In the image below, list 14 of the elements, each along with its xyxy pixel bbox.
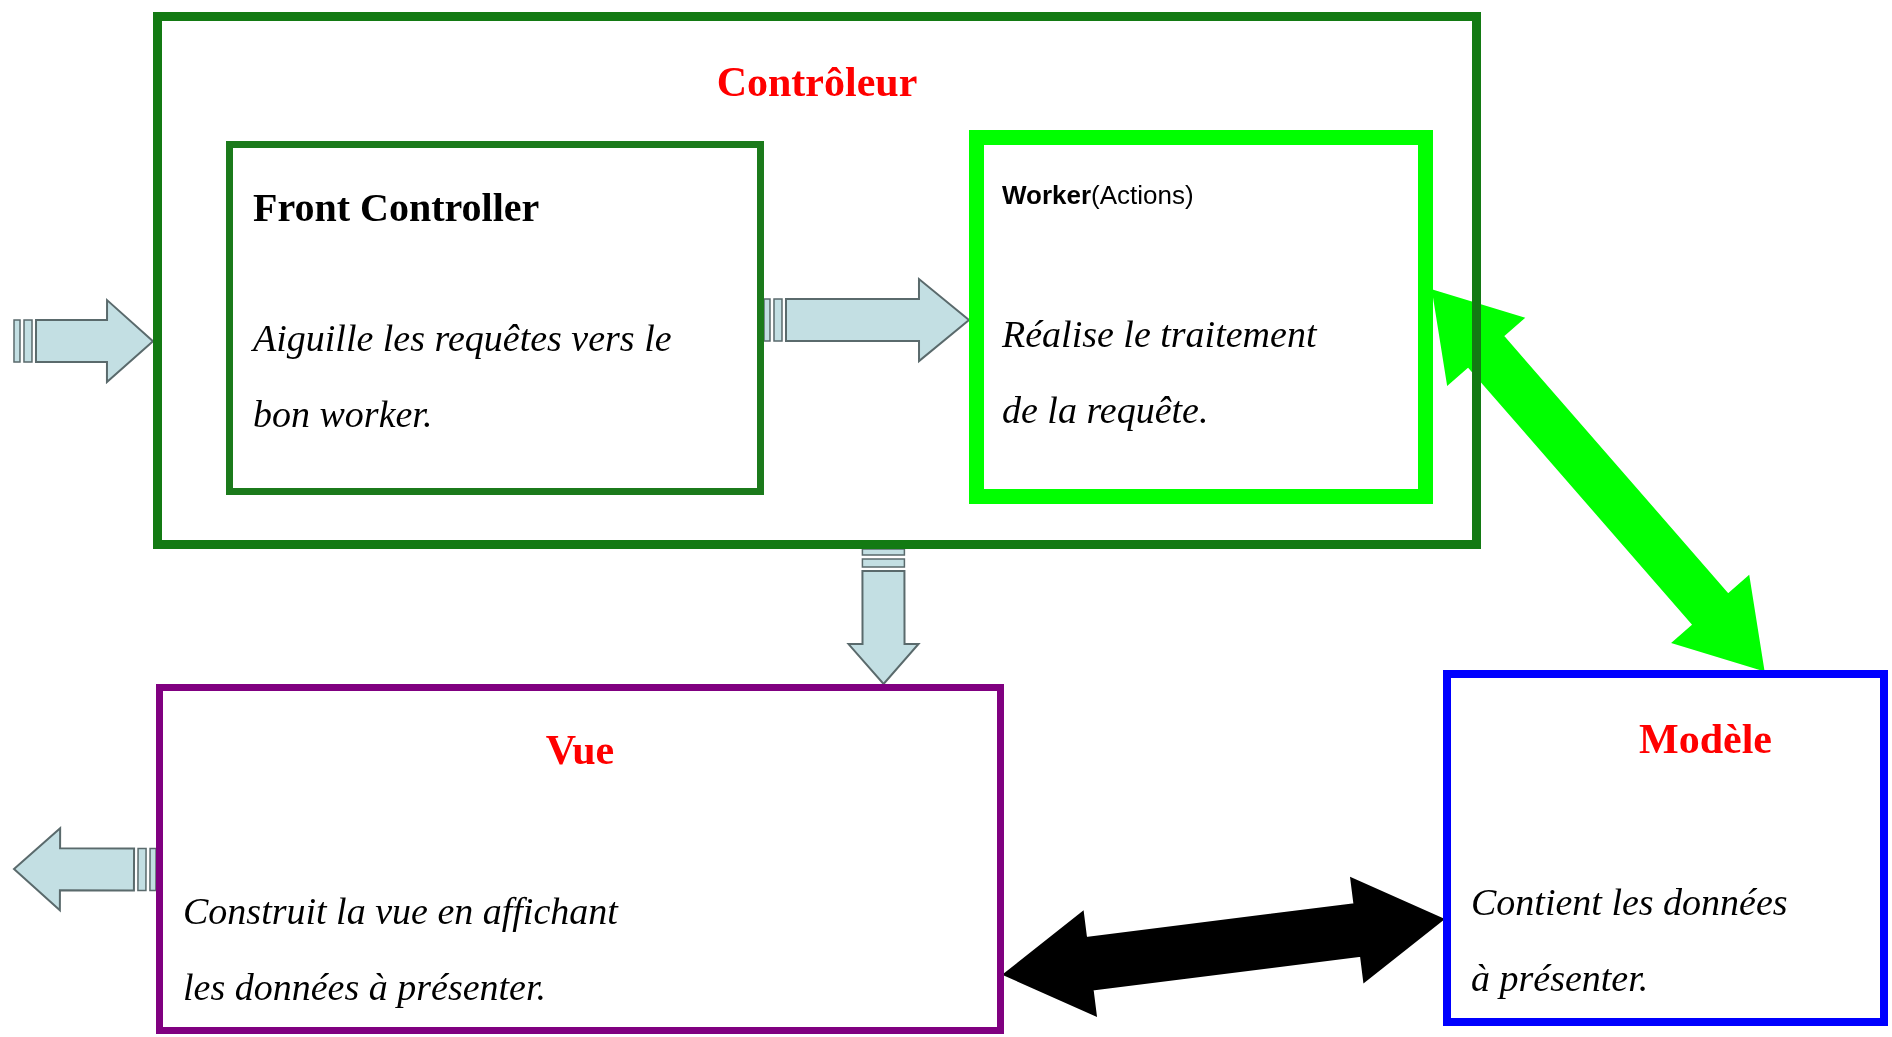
process-box <box>226 141 764 495</box>
box-description: Réalise le traitement de la requête. <box>1002 312 1319 433</box>
box-title: Modèle <box>1638 716 1773 763</box>
box-title: Contrôleur <box>715 59 919 106</box>
box-description: Contient les données à présenter. <box>1471 880 1789 1001</box>
process-box <box>969 130 1433 504</box>
process-box <box>153 12 1481 549</box>
box-title: Vue <box>544 727 616 774</box>
box-title: Worker(Actions) <box>1002 181 1195 210</box>
box-description: Aiguille les requêtes vers le bon worker. <box>253 316 673 437</box>
process-box <box>1443 670 1888 1026</box>
box-description: Construit la vue en affichant les données à présenter. <box>183 889 620 1010</box>
box-title: Front Controller <box>253 186 541 230</box>
process-box <box>156 684 1004 1034</box>
